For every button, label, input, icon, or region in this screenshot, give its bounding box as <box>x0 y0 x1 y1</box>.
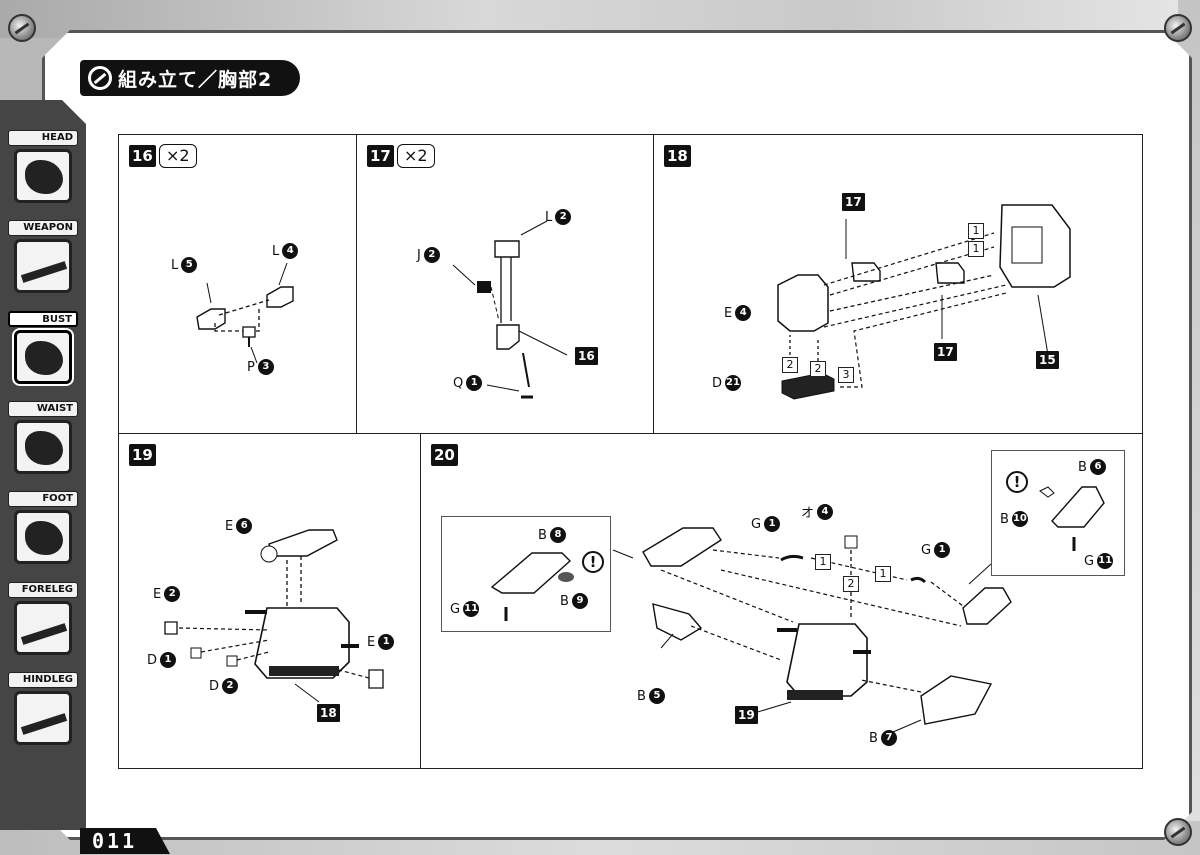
step-19-illustration <box>164 529 384 703</box>
sidebar-item-waist[interactable]: WAIST <box>8 401 78 474</box>
step-16-illustration <box>196 262 294 364</box>
hindleg-thumbnail-icon <box>14 691 72 745</box>
waist-thumbnail-icon <box>14 420 72 474</box>
sidebar-item-head[interactable]: HEAD <box>8 130 78 203</box>
step-reference: 17 <box>934 343 957 361</box>
multiplier: ×2 <box>159 144 197 168</box>
sidebar-item-foot[interactable]: FOOT <box>8 491 78 564</box>
step-reference: 17 <box>842 193 865 211</box>
wrench-dial-icon <box>88 66 112 90</box>
order-marker: 2 <box>782 357 798 373</box>
multiplier: ×2 <box>397 144 435 168</box>
step-number: 18 <box>664 145 691 167</box>
bolt-icon <box>8 14 36 42</box>
foreleg-thumbnail-icon <box>14 601 72 655</box>
section-sidebar: HEAD WEAPON BUST WAIST FOOT FORELEG HIND… <box>0 100 86 830</box>
step-20-illustration <box>612 527 1012 733</box>
foot-thumbnail-icon <box>14 510 72 564</box>
step-reference: 15 <box>1036 351 1059 369</box>
step-17-illustration <box>452 220 568 399</box>
bolt-icon <box>1164 14 1192 42</box>
inset-left-illustration <box>490 552 574 621</box>
page-title-text: 組み立て／胸部2 <box>118 68 273 91</box>
weapon-thumbnail-icon <box>14 239 72 293</box>
step-number: 20 <box>431 444 458 466</box>
sidebar-item-bust[interactable]: BUST <box>8 311 78 384</box>
sidebar-item-label: BUST <box>8 311 78 327</box>
head-thumbnail-icon <box>14 149 72 203</box>
step-reference: 16 <box>575 347 598 365</box>
order-marker: 1 <box>968 241 984 257</box>
page-number: 011 <box>80 828 170 854</box>
sidebar-item-label: WEAPON <box>8 220 78 236</box>
sidebar-item-label: WAIST <box>8 401 78 417</box>
page-title: 組み立て／胸部2 <box>80 60 300 96</box>
sidebar-item-label: HINDLEG <box>8 672 78 688</box>
step-number: 16 <box>129 145 156 167</box>
step-18-illustration <box>777 204 1071 400</box>
step-reference: 18 <box>317 704 340 722</box>
order-marker: 3 <box>838 367 854 383</box>
order-marker: 2 <box>810 361 826 377</box>
order-marker: 1 <box>815 554 831 570</box>
step-number: 19 <box>129 444 156 466</box>
bolt-icon <box>1164 818 1192 846</box>
order-marker: 2 <box>843 576 859 592</box>
sidebar-item-weapon[interactable]: WEAPON <box>8 220 78 293</box>
bust-thumbnail-icon <box>14 330 72 384</box>
sidebar-item-foreleg[interactable]: FORELEG <box>8 582 78 655</box>
warning-icon: ! <box>582 551 604 573</box>
step-number: 17 <box>367 145 394 167</box>
step-reference: 19 <box>735 706 758 724</box>
warning-icon: ! <box>1006 471 1028 493</box>
sidebar-item-label: FOOT <box>8 491 78 507</box>
sidebar-item-label: HEAD <box>8 130 78 146</box>
inset-right-illustration <box>1039 486 1105 551</box>
order-marker: 1 <box>968 223 984 239</box>
order-marker: 1 <box>875 566 891 582</box>
sidebar-item-label: FORELEG <box>8 582 78 598</box>
sidebar-item-hindleg[interactable]: HINDLEG <box>8 672 78 745</box>
